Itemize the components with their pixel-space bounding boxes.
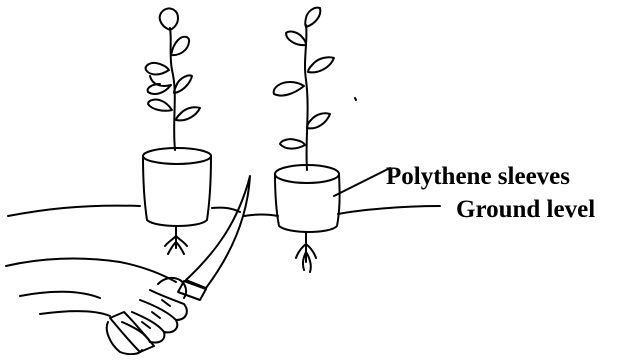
knife-bolster	[178, 281, 206, 300]
hand-with-knife	[6, 176, 250, 354]
ground-line-left	[8, 206, 240, 216]
left-plant-leaf	[148, 100, 172, 111]
left-plant-leaf	[160, 8, 178, 30]
right-plant-leaf	[307, 113, 330, 128]
right-plant-leaf	[286, 32, 306, 46]
right-plant-leaf	[280, 139, 305, 148]
small-mark	[355, 98, 356, 100]
right-plant-stem	[305, 25, 308, 170]
right-plant-leaf	[305, 8, 320, 27]
left-plant-leaf	[146, 63, 169, 75]
label-ground-level: Ground level	[456, 197, 595, 222]
left-plant-leaf	[148, 76, 171, 94]
left-plant-roots	[165, 226, 187, 254]
left-sleeve-body	[143, 156, 211, 226]
left-plant-leaf	[171, 37, 189, 55]
sleeves-pointer-line	[334, 168, 390, 196]
right-plant	[274, 8, 340, 272]
left-plant-leaf	[174, 75, 192, 93]
left-sleeve-rim	[143, 148, 211, 164]
left-plant	[143, 8, 211, 254]
right-plant-roots	[296, 232, 316, 272]
hand-fingers	[122, 290, 187, 343]
right-plant-leaf	[308, 57, 334, 72]
knife-handle	[110, 312, 154, 352]
label-polythene-sleeves: Polythene sleeves	[386, 164, 570, 189]
right-plant-leaf	[274, 82, 304, 96]
hand-outline	[6, 259, 176, 316]
ground-line-right	[244, 206, 440, 216]
knife-blade	[186, 176, 250, 288]
left-plant-leaf	[176, 107, 200, 120]
